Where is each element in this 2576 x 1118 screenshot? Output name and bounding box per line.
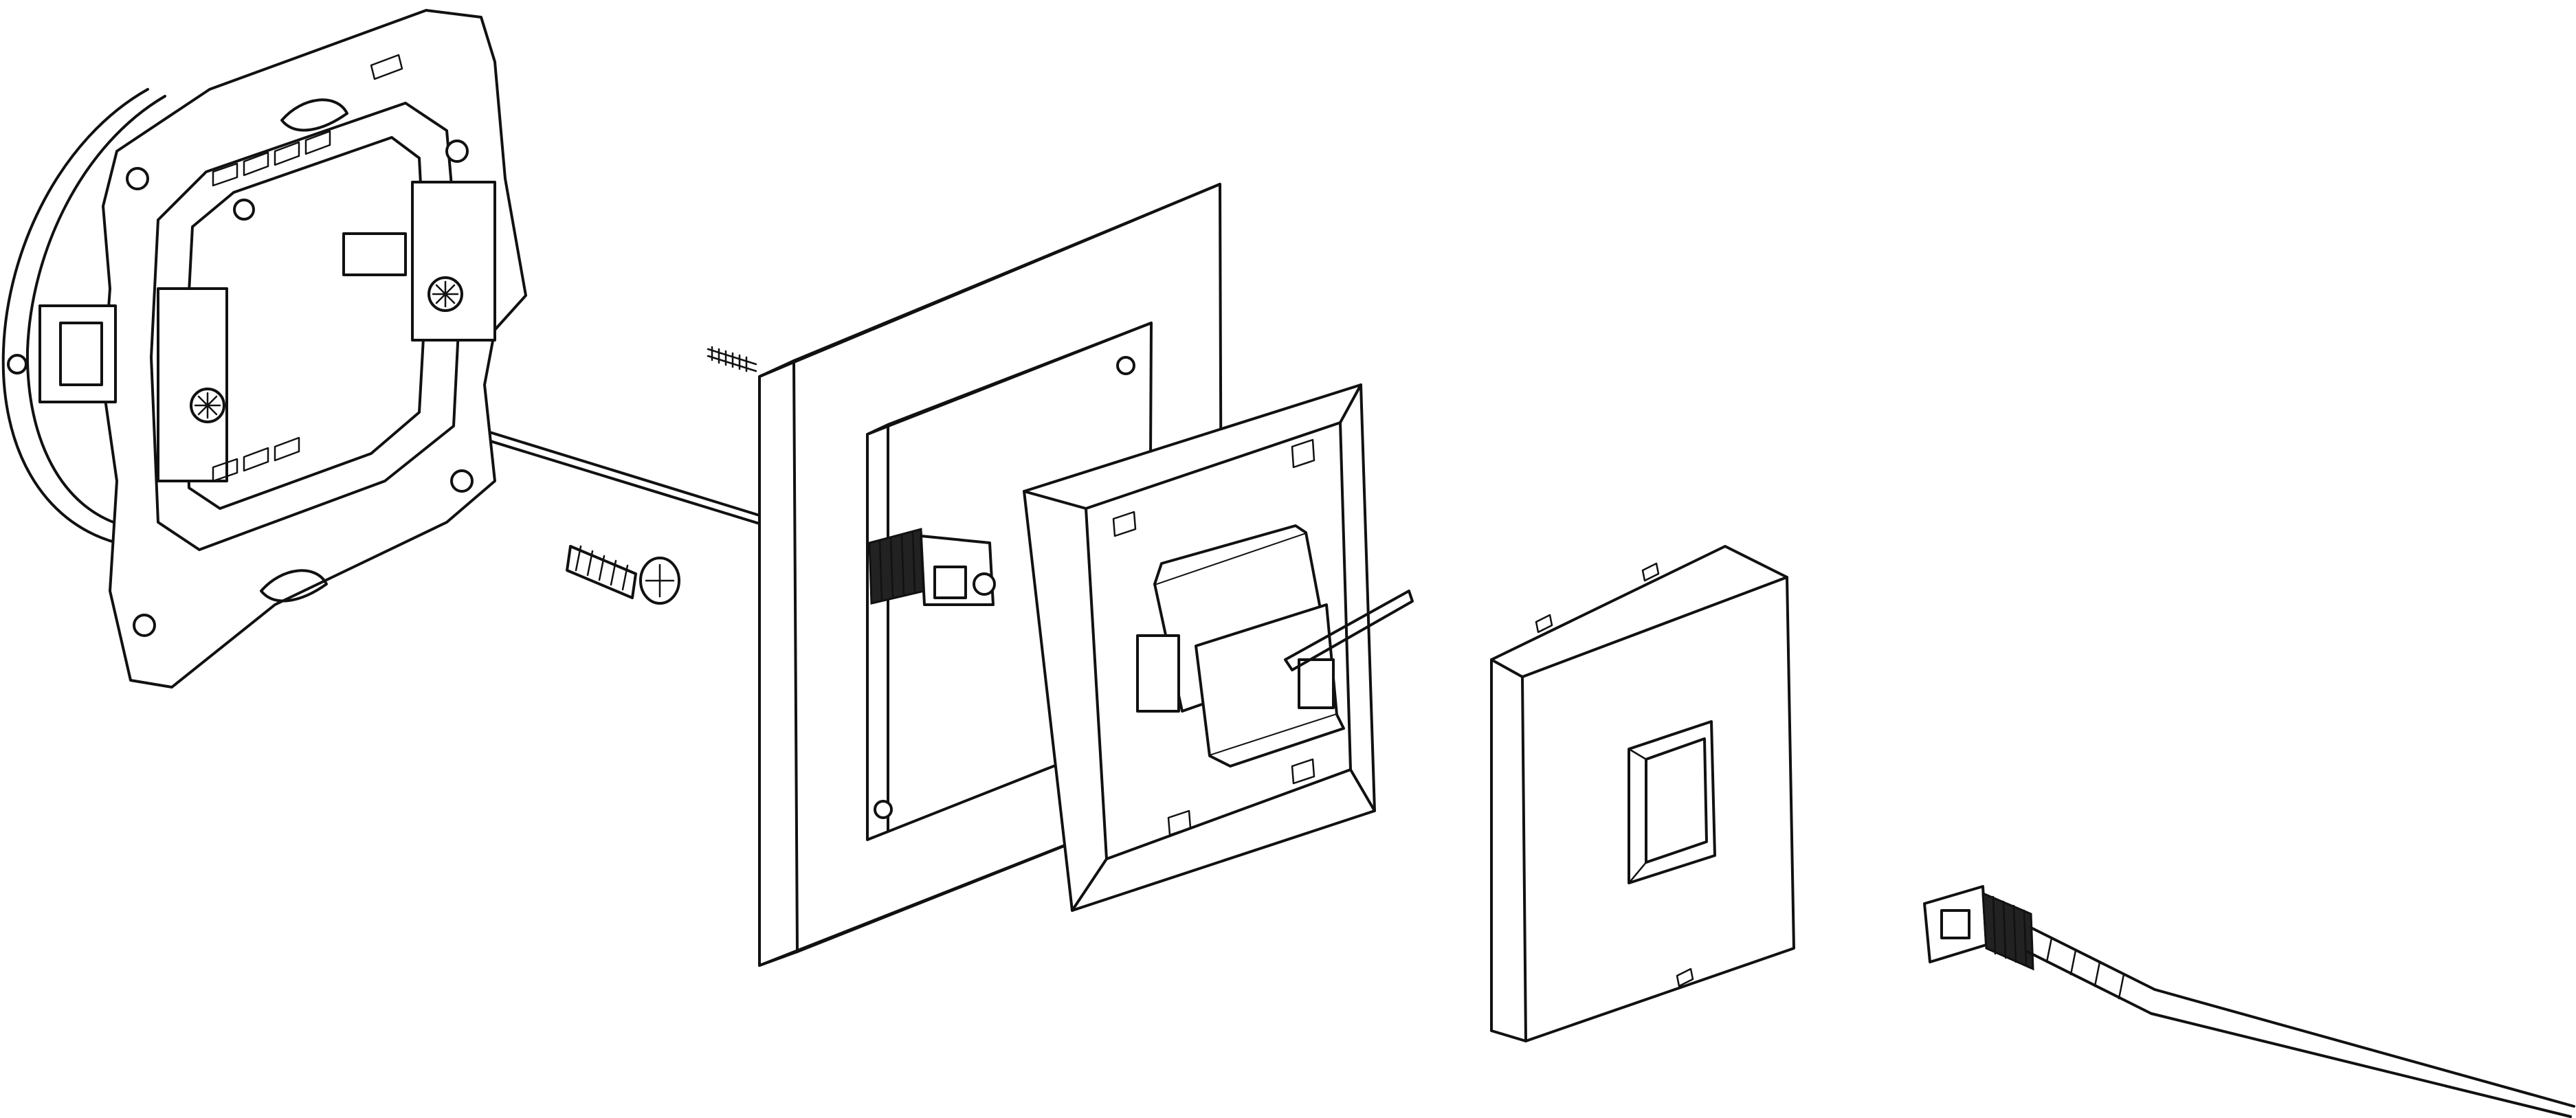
mounting-frame [1, 9, 527, 689]
insert-with-coupler [1023, 383, 1414, 912]
frame-fiber-coupler [868, 528, 996, 606]
fixing-screw-short [566, 545, 680, 605]
fiber-patch-cord [1923, 885, 2575, 1118]
cover-plate [1490, 545, 1795, 1042]
